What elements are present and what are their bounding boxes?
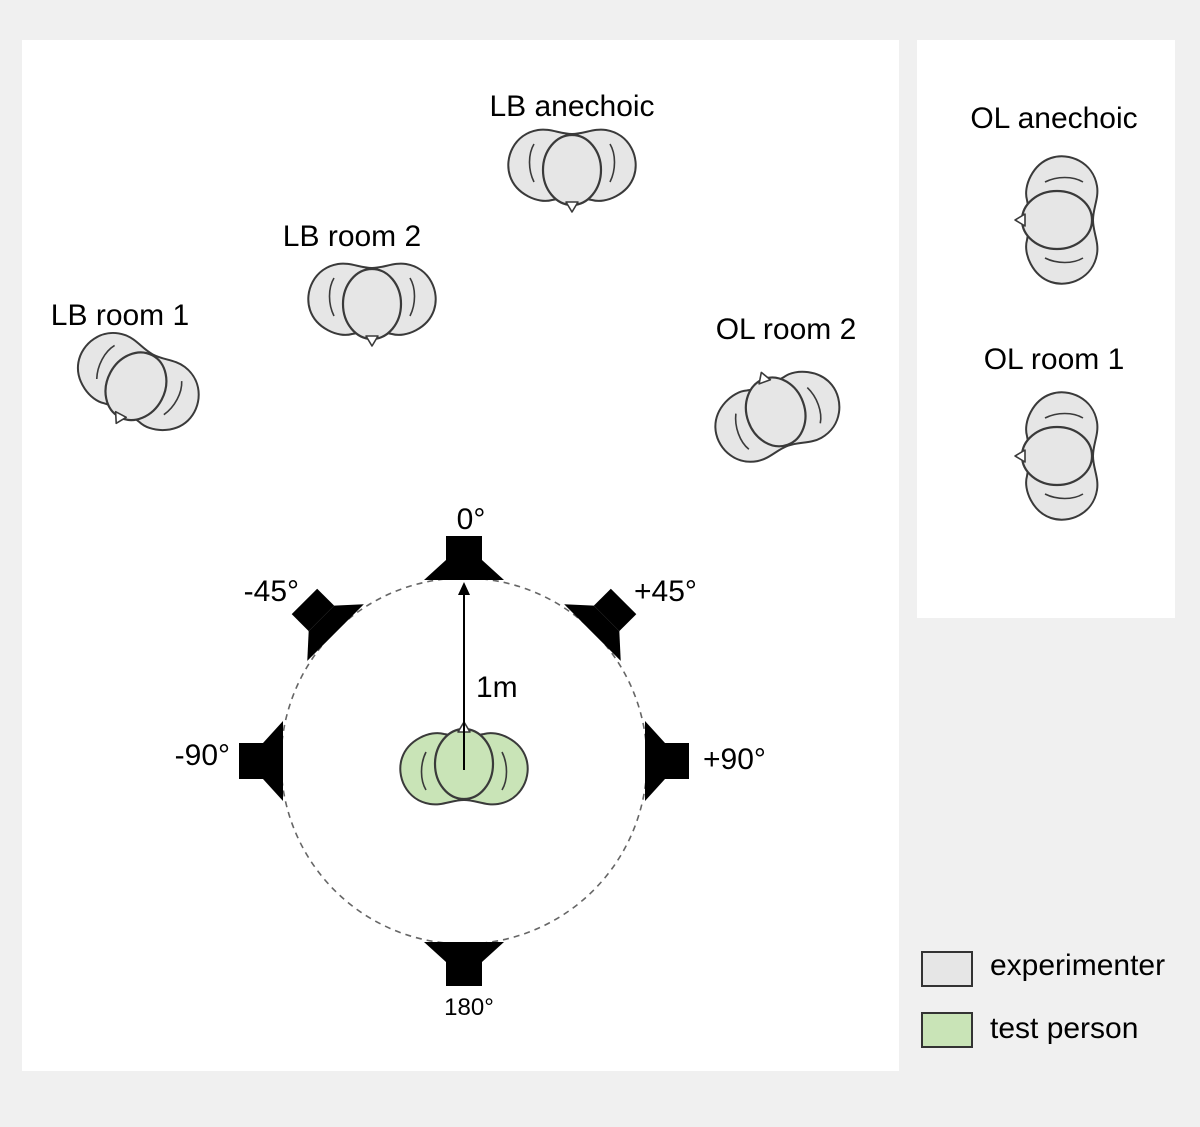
distance-arrow-head — [458, 582, 470, 595]
label-ol-room-1: OL room 1 — [984, 343, 1125, 376]
label-speaker-plus-90: +90° — [703, 743, 766, 776]
legend: experimenter test person — [921, 949, 1165, 1048]
label-speaker-minus-45: -45° — [244, 575, 299, 608]
legend-swatch-experimenter — [921, 951, 973, 987]
distance-label: 1m — [476, 671, 518, 704]
label-speaker-plus-45: +45° — [634, 575, 697, 608]
legend-label-experimenter: experimenter — [990, 949, 1165, 982]
side-panel — [917, 40, 1175, 618]
legend-swatch-test-person — [921, 1012, 973, 1048]
label-speaker-minus-90: -90° — [175, 739, 230, 772]
legend-label-test-person: test person — [990, 1012, 1138, 1045]
label-speaker-0: 0° — [457, 503, 486, 536]
label-lb-anechoic: LB anechoic — [489, 90, 654, 123]
label-ol-anechoic: OL anechoic — [970, 102, 1137, 135]
label-speaker-180: 180° — [444, 994, 494, 1021]
label-ol-room-2: OL room 2 — [716, 313, 857, 346]
label-lb-room-2: LB room 2 — [283, 220, 421, 253]
label-lb-room-1: LB room 1 — [51, 299, 189, 332]
